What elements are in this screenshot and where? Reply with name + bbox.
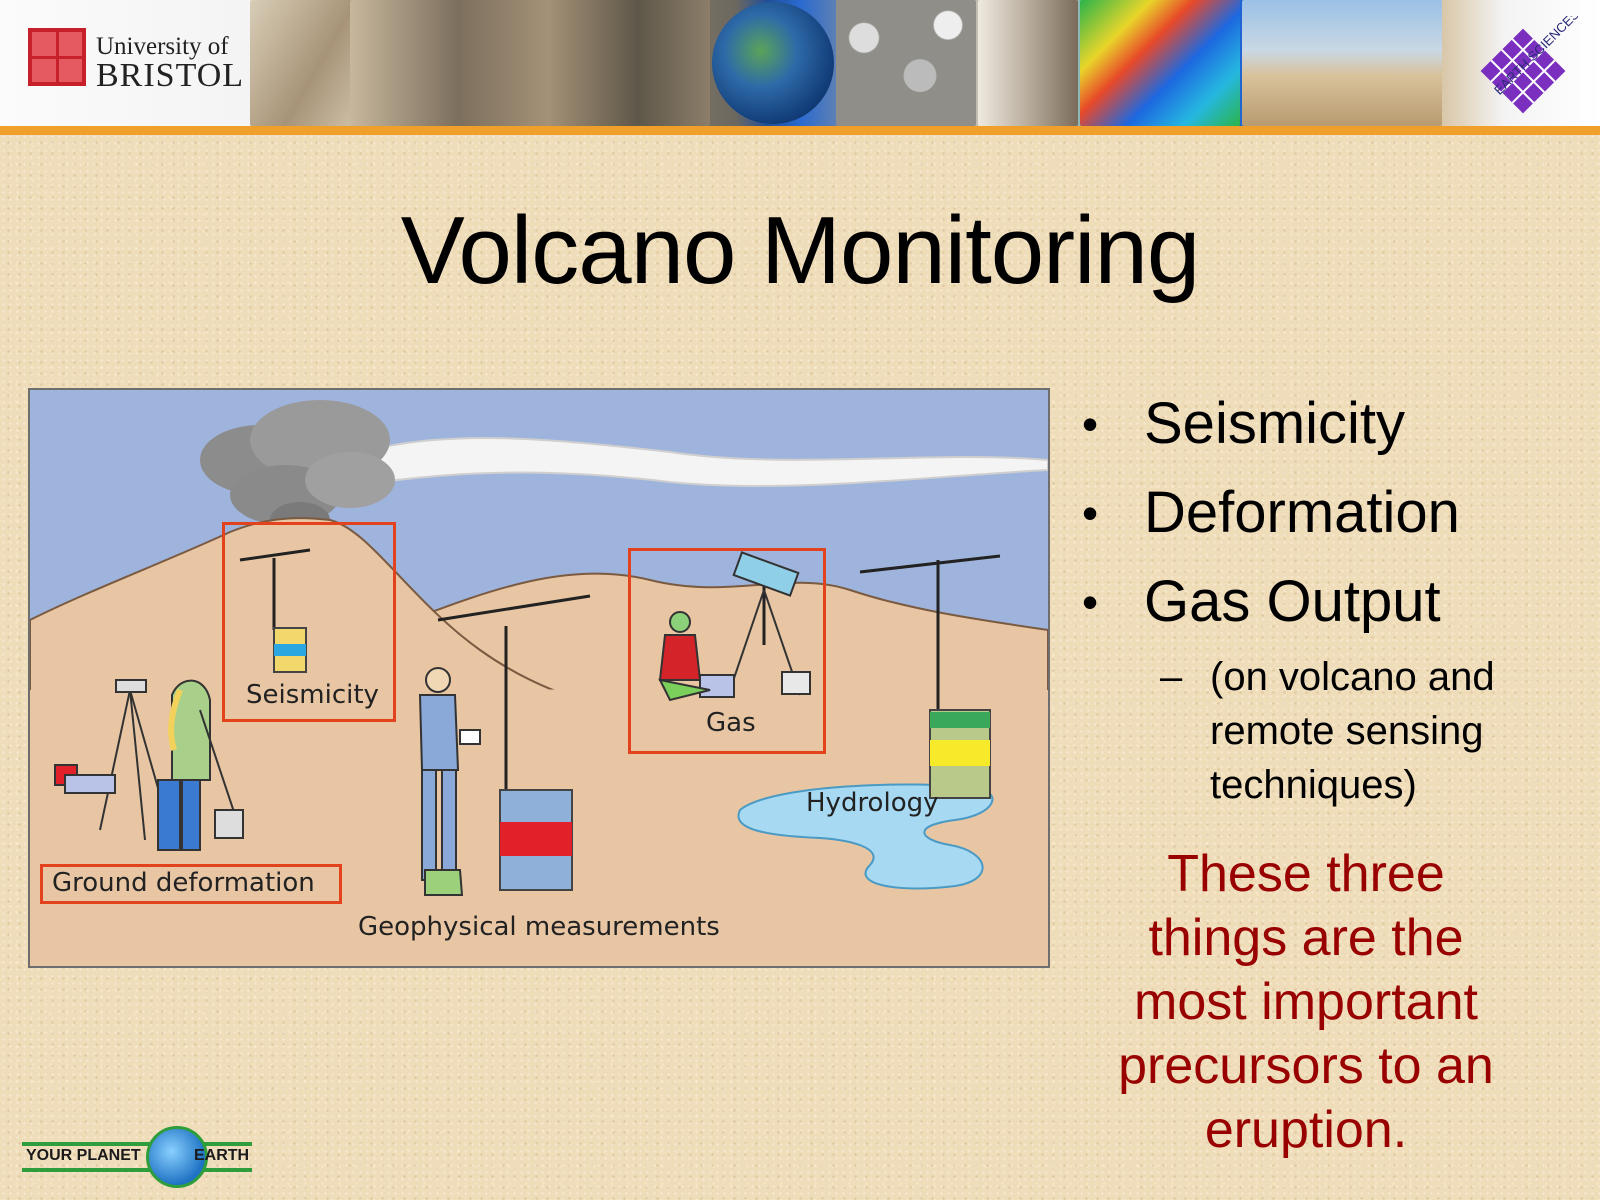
geophysicist-figure bbox=[418, 667, 481, 896]
note-line: most important bbox=[1134, 973, 1478, 1031]
label-gas: Gas bbox=[706, 708, 756, 738]
world-map-photo bbox=[1080, 0, 1240, 126]
ground-deformation-highlight-box bbox=[40, 864, 342, 904]
instrument-drums bbox=[273, 627, 991, 891]
volcanic-plume bbox=[200, 400, 1048, 538]
banner-orange-strip bbox=[0, 126, 1600, 135]
gas-scientist-figure bbox=[658, 611, 711, 702]
earth-sciences-logo: EARTH SCIENCES bbox=[1480, 16, 1578, 114]
globe-photo bbox=[712, 2, 834, 124]
deformation-surveyor-figure bbox=[54, 679, 244, 851]
note-line: eruption. bbox=[1204, 1101, 1408, 1159]
microscope-photo bbox=[978, 0, 1078, 126]
bullet-list: • Seismicity • Deformation • Gas Output bbox=[1082, 388, 1582, 655]
pebbles-photo bbox=[836, 0, 976, 126]
seismicity-highlight-box bbox=[222, 522, 396, 722]
your-planet-earth-logo: YOUR PLANET EARTH bbox=[22, 1124, 252, 1190]
bullet-dot-icon: • bbox=[1082, 487, 1099, 539]
logo-line-1: University of bbox=[96, 33, 229, 60]
gas-highlight-box bbox=[628, 548, 826, 754]
logo-line-2: BRISTOL bbox=[96, 57, 245, 94]
label-seismicity: Seismicity bbox=[246, 680, 379, 710]
sub-bullet: – (on volcano and remote sensing techniq… bbox=[1160, 650, 1580, 812]
bullet-dot-icon: • bbox=[1082, 398, 1099, 450]
sub-bullet-dash-icon: – bbox=[1160, 655, 1183, 699]
bullet-item: • Gas Output bbox=[1082, 566, 1582, 655]
slide-title: Volcano Monitoring bbox=[400, 197, 1201, 304]
logo-right-text: EARTH bbox=[194, 1147, 250, 1164]
antenna-masts bbox=[239, 548, 1001, 880]
diagram-artwork bbox=[30, 400, 1048, 966]
fossil-photo bbox=[250, 0, 355, 126]
sub-bullet-line: (on volcano and bbox=[1210, 655, 1495, 699]
sub-bullet-line: techniques) bbox=[1210, 763, 1417, 807]
label-ground-deformation: Ground deformation bbox=[52, 868, 315, 898]
gas-spectrometer bbox=[699, 551, 811, 698]
bullet-text: Gas Output bbox=[1144, 569, 1441, 634]
label-geophysical-measurements: Geophysical measurements bbox=[358, 912, 720, 942]
label-hydrology: Hydrology bbox=[806, 788, 939, 818]
note-line: These three bbox=[1167, 845, 1445, 903]
logo-bar bbox=[22, 1142, 252, 1172]
note-line: things are the bbox=[1148, 909, 1464, 967]
earth-globe-icon bbox=[146, 1126, 208, 1188]
bullet-text: Seismicity bbox=[1144, 391, 1406, 456]
volcano-monitoring-diagram: Seismicity Gas Hydrology Ground deformat… bbox=[28, 388, 1050, 968]
precursors-note: These three things are the most importan… bbox=[1090, 842, 1522, 1162]
university-logo: University of BRISTOL bbox=[96, 34, 244, 93]
students-photo bbox=[350, 0, 710, 126]
bullet-item: • Deformation bbox=[1082, 477, 1582, 566]
bullet-dot-icon: • bbox=[1082, 576, 1099, 628]
fieldwork-photo bbox=[1242, 0, 1442, 126]
sub-bullet-line: remote sensing bbox=[1210, 709, 1484, 753]
note-line: precursors to an bbox=[1118, 1037, 1494, 1095]
logo-left-text: YOUR PLANET bbox=[26, 1147, 141, 1164]
bullet-item: • Seismicity bbox=[1082, 388, 1582, 477]
bullet-text: Deformation bbox=[1144, 480, 1460, 545]
university-crest-icon bbox=[28, 28, 86, 86]
